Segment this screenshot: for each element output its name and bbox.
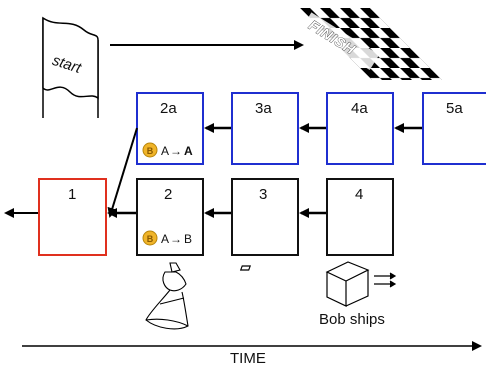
block-5a: 5a: [422, 92, 486, 165]
shipping-box-icon: [239, 261, 397, 307]
queen-chess-icon: [145, 262, 189, 330]
bob-ships-caption: Bob ships: [319, 311, 385, 328]
block-4a-label: 4a: [351, 100, 368, 117]
coin-icon: B: [142, 142, 158, 158]
block-5a-label: 5a: [446, 100, 463, 117]
block-2-tx-arrow: →: [170, 232, 182, 246]
finish-flag-icon: [300, 8, 442, 80]
block-2a: 2a B A → A: [136, 92, 204, 165]
svg-text:B: B: [147, 146, 154, 156]
block-2-tx-from: A: [161, 232, 169, 246]
block-2a-tx-arrow: →: [170, 144, 182, 158]
block-1-label: 1: [68, 186, 76, 203]
block-2a-tx-from: A: [161, 144, 169, 158]
time-axis-label: TIME: [230, 350, 266, 367]
svg-text:B: B: [147, 234, 154, 244]
block-3a: 3a: [231, 92, 299, 165]
block-1: 1: [38, 178, 107, 256]
block-2: 2 B A → B: [136, 178, 204, 256]
block-3-label: 3: [259, 186, 267, 203]
block-2-label: 2: [164, 186, 172, 203]
block-3: 3: [231, 178, 299, 256]
arrow-2a-to-1: [107, 127, 138, 218]
block-2a-label: 2a: [160, 100, 177, 117]
block-4-label: 4: [355, 186, 363, 203]
block-2a-tx-to: A: [184, 144, 193, 158]
block-2-tx-to: B: [184, 232, 192, 246]
block-4: 4: [326, 178, 394, 256]
block-3a-label: 3a: [255, 100, 272, 117]
block-4a: 4a: [326, 92, 394, 165]
start-flag-icon: start: [42, 16, 99, 118]
coin-icon: B: [142, 230, 158, 246]
main-chain: 1 2 B A → B 3 4: [4, 178, 394, 256]
chain-a: 2a B A → A 3a 4a 5a: [107, 92, 486, 218]
